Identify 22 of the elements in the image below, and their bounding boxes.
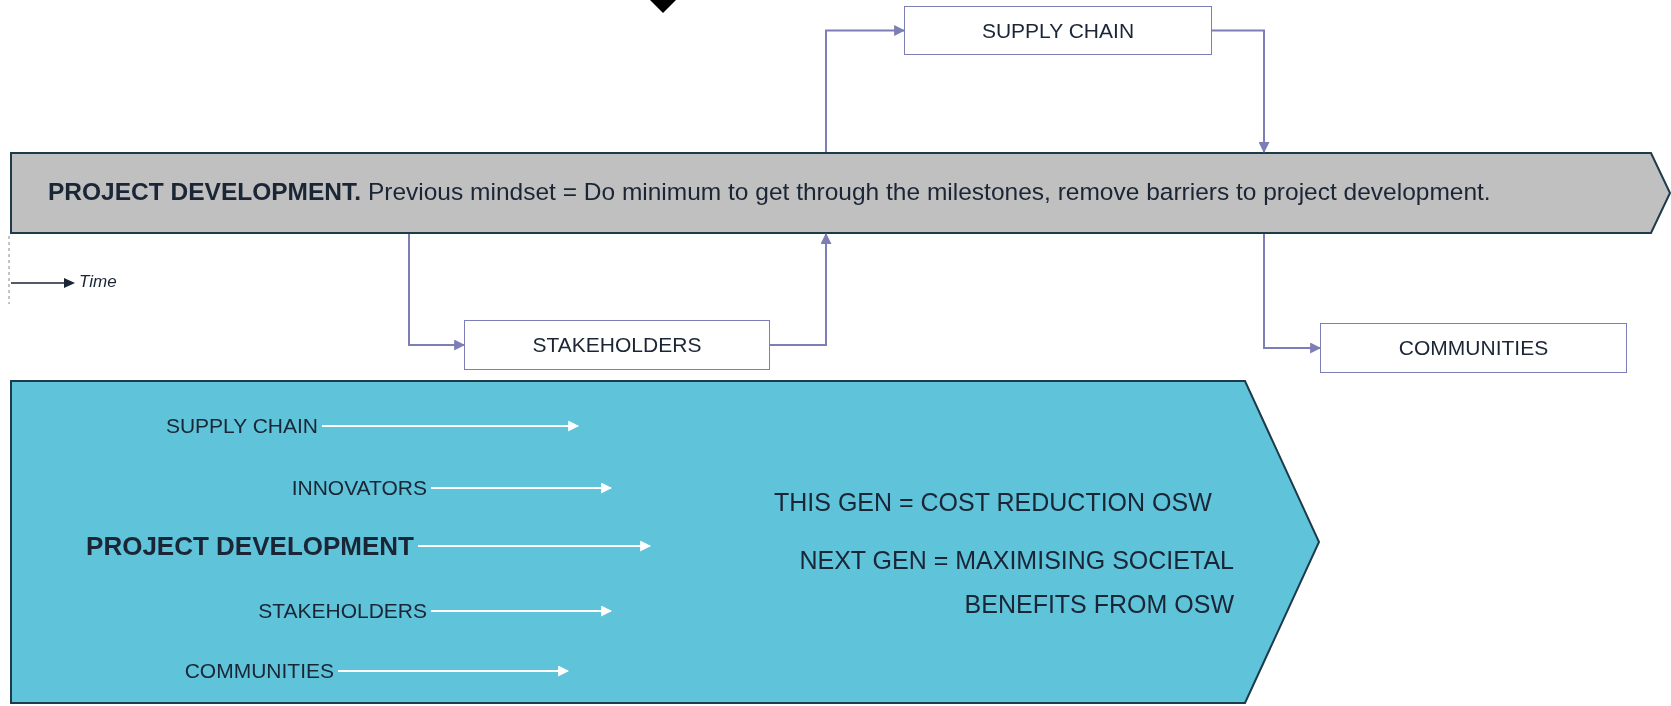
process-box: SUPPLY CHAIN <box>904 6 1212 55</box>
arrow <box>408 233 466 351</box>
stakeholder-label: INNOVATORS <box>167 473 427 503</box>
stakeholder-label: SUPPLY CHAIN <box>58 411 318 441</box>
arrow <box>321 420 580 432</box>
stakeholder-label: COMMUNITIES <box>74 656 334 686</box>
arrow <box>430 605 613 617</box>
arrow <box>417 540 652 552</box>
stakeholder-label: PROJECT DEVELOPMENT <box>4 528 414 564</box>
arrow <box>1263 233 1322 354</box>
chevron-text: NEXT GEN = MAXIMISING SOCIETAL BENEFITS FROM OSW <box>798 545 1234 620</box>
chevron-text: THIS GEN = COST REDUCTION OSW <box>774 487 1213 518</box>
time-label: Time <box>79 272 117 292</box>
arrow <box>825 25 906 153</box>
arrow <box>769 232 832 346</box>
process-box: COMMUNITIES <box>1320 323 1627 373</box>
arrow <box>337 665 570 677</box>
stakeholder-label: STAKEHOLDERS <box>167 596 427 626</box>
arrow <box>430 482 613 494</box>
process-box: STAKEHOLDERS <box>464 320 770 370</box>
arrow <box>1211 29 1270 154</box>
band-text: PROJECT DEVELOPMENT. Previous mindset = Do minimum to get through the milestones, remove barriers to project development. <box>48 177 1491 207</box>
